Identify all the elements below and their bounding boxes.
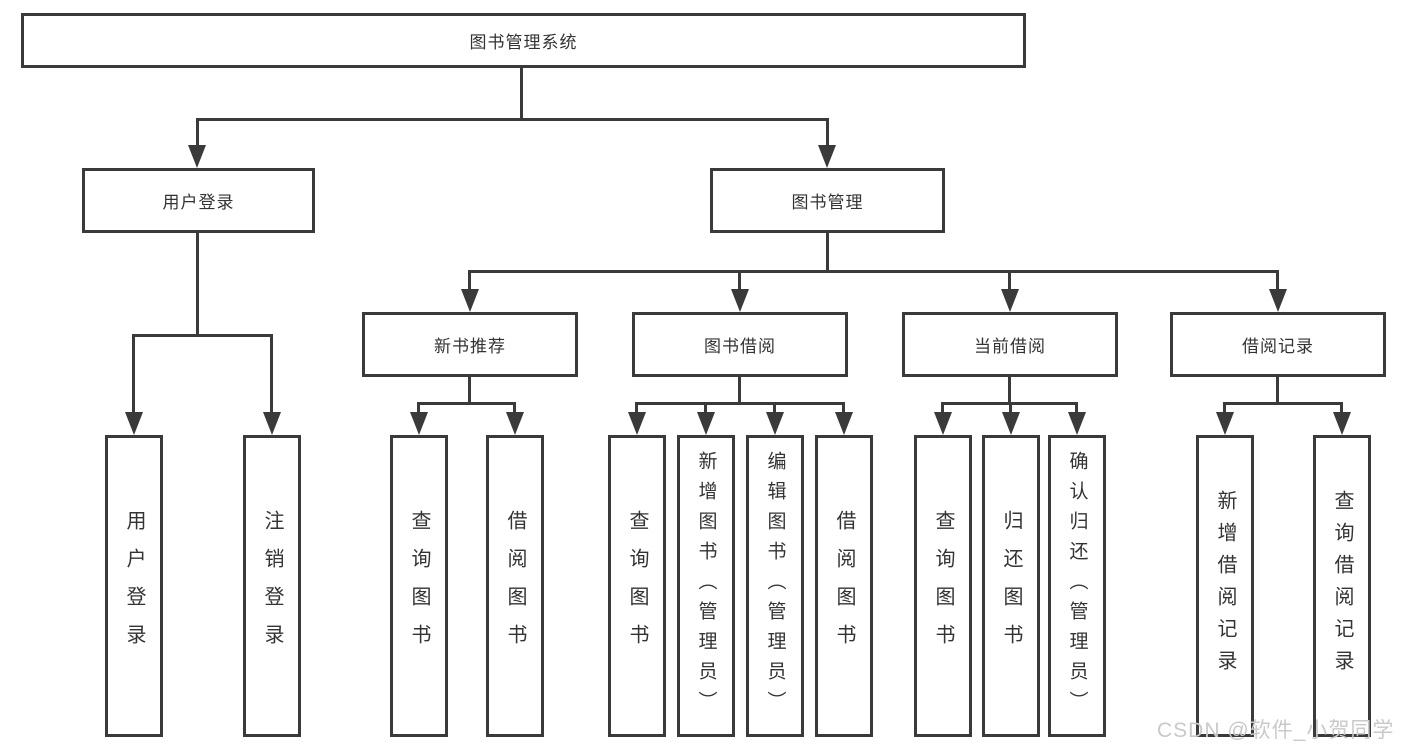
connector-line xyxy=(468,270,1279,273)
leaf-return-book-label: 归还图书 xyxy=(1000,510,1022,662)
arrow-down-icon xyxy=(818,145,836,168)
connector-line xyxy=(826,233,829,273)
leaf-query-books-borrowing: 查询图书 xyxy=(608,435,666,737)
leaf-query-borrow-record-label: 查询借阅记录 xyxy=(1331,490,1353,682)
connector-line xyxy=(468,377,471,405)
arrow-down-icon xyxy=(628,412,646,435)
leaf-query-borrow-record: 查询借阅记录 xyxy=(1313,435,1371,737)
arrow-down-icon xyxy=(697,412,715,435)
leaf-query-books-current: 查询图书 xyxy=(914,435,972,737)
connector-line xyxy=(417,402,516,405)
connector-line xyxy=(704,402,707,415)
arrow-down-icon xyxy=(125,412,143,435)
leaf-user-login-label: 用户登录 xyxy=(123,510,145,662)
node-user-login-label: 用户登录 xyxy=(162,193,235,212)
leaf-add-borrow-record-label: 新增借阅记录 xyxy=(1214,490,1236,682)
node-book-management: 图书管理 xyxy=(710,168,945,233)
leaf-query-books-borrowing-label: 查询图书 xyxy=(626,510,648,662)
connector-line xyxy=(826,118,829,150)
arrow-down-icon xyxy=(1269,289,1287,312)
connector-line xyxy=(738,377,741,405)
arrow-down-icon xyxy=(1001,289,1019,312)
node-book-borrowing: 图书借阅 xyxy=(632,312,848,377)
connector-line xyxy=(1008,377,1011,405)
leaf-user-login: 用户登录 xyxy=(105,435,163,737)
node-user-login: 用户登录 xyxy=(82,168,315,233)
node-book-borrowing-label: 图书借阅 xyxy=(704,337,776,356)
leaf-borrow-books-recommend-label: 借阅图书 xyxy=(504,510,526,662)
connector-line xyxy=(635,402,638,415)
node-borrowing-records-label: 借阅记录 xyxy=(1242,337,1314,356)
connector-line xyxy=(513,402,516,415)
arrow-down-icon xyxy=(263,412,281,435)
node-current-borrowing-label: 当前借阅 xyxy=(974,337,1046,356)
leaf-confirm-return-admin: 确认归还（管理员） xyxy=(1048,435,1106,737)
connector-line xyxy=(738,270,741,292)
leaf-edit-book-admin: 编辑图书（管理员） xyxy=(746,435,804,737)
csdn-watermark: CSDN @软件_小贺同学 xyxy=(1157,719,1395,742)
arrow-down-icon xyxy=(835,412,853,435)
connector-line xyxy=(1340,402,1343,415)
leaf-borrow-books-borrowing: 借阅图书 xyxy=(815,435,873,737)
node-root: 图书管理系统 xyxy=(21,13,1026,68)
leaf-return-book: 归还图书 xyxy=(982,435,1040,737)
connector-line xyxy=(417,402,420,415)
connector-line xyxy=(842,402,845,415)
arrow-down-icon xyxy=(1216,412,1234,435)
leaf-query-books-recommend: 查询图书 xyxy=(390,435,448,737)
leaf-add-borrow-record: 新增借阅记录 xyxy=(1196,435,1254,737)
connector-line xyxy=(468,270,471,292)
leaf-borrow-books-borrowing-label: 借阅图书 xyxy=(833,510,855,662)
connector-line xyxy=(196,118,829,121)
leaf-add-book-admin: 新增图书（管理员） xyxy=(677,435,735,737)
connector-line xyxy=(773,402,776,415)
node-root-label: 图书管理系统 xyxy=(469,33,578,52)
arrow-down-icon xyxy=(1333,412,1351,435)
leaf-edit-book-admin-label: 编辑图书（管理员） xyxy=(764,451,786,721)
connector-line xyxy=(1276,270,1279,292)
node-new-book-recommend: 新书推荐 xyxy=(362,312,578,377)
connector-line xyxy=(1009,402,1012,415)
node-new-book-recommend-label: 新书推荐 xyxy=(434,337,506,356)
connector-line xyxy=(1075,402,1078,415)
arrow-down-icon xyxy=(188,145,206,168)
connector-line xyxy=(132,334,135,415)
connector-line xyxy=(1223,402,1343,405)
arrow-down-icon xyxy=(934,412,952,435)
connector-line xyxy=(941,402,944,415)
node-borrowing-records: 借阅记录 xyxy=(1170,312,1386,377)
arrow-down-icon xyxy=(506,412,524,435)
connector-line xyxy=(1276,377,1279,405)
connector-line xyxy=(520,67,523,121)
leaf-add-book-admin-label: 新增图书（管理员） xyxy=(695,451,717,721)
connector-line xyxy=(270,334,273,415)
connector-line xyxy=(1223,402,1226,415)
node-book-management-label: 图书管理 xyxy=(791,193,864,212)
leaf-confirm-return-admin-label: 确认归还（管理员） xyxy=(1066,451,1088,721)
connector-line xyxy=(132,334,273,337)
leaf-query-books-current-label: 查询图书 xyxy=(932,510,954,662)
leaf-borrow-books-recommend: 借阅图书 xyxy=(486,435,544,737)
leaf-query-books-recommend-label: 查询图书 xyxy=(408,510,430,662)
arrow-down-icon xyxy=(766,412,784,435)
connector-line xyxy=(1008,270,1011,292)
arrow-down-icon xyxy=(731,289,749,312)
arrow-down-icon xyxy=(1002,412,1020,435)
leaf-logout: 注销登录 xyxy=(243,435,301,737)
node-current-borrowing: 当前借阅 xyxy=(902,312,1118,377)
connector-line xyxy=(196,233,199,337)
arrow-down-icon xyxy=(1068,412,1086,435)
leaf-logout-label: 注销登录 xyxy=(261,510,283,662)
arrow-down-icon xyxy=(461,289,479,312)
connector-line xyxy=(196,118,199,150)
arrow-down-icon xyxy=(410,412,428,435)
connector-line xyxy=(635,402,845,405)
